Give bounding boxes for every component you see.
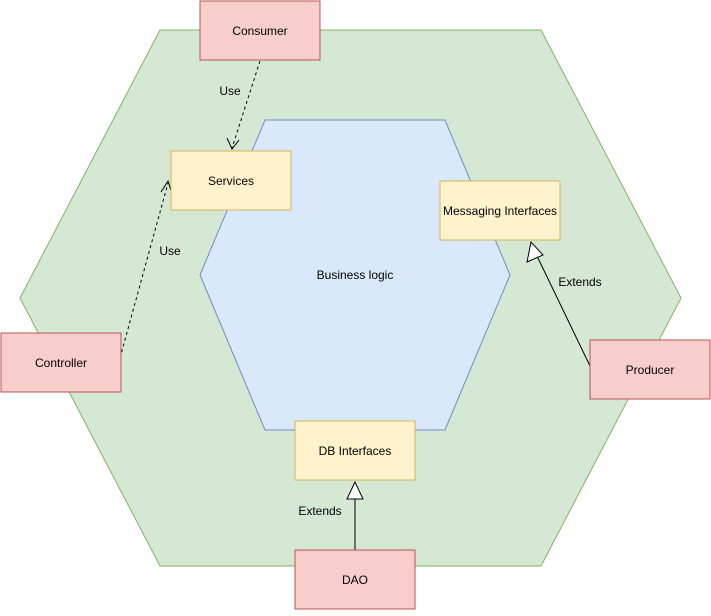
use-label-controller: Use	[159, 244, 181, 258]
business-logic-label: Business logic	[317, 268, 394, 282]
extends-arrowhead-db	[346, 480, 364, 500]
controller-box[interactable]: Controller	[0, 332, 122, 393]
dao-label: DAO	[342, 573, 368, 587]
db-interfaces-label: DB Interfaces	[319, 444, 392, 458]
messaging-interfaces-label: Messaging Interfaces	[443, 204, 557, 218]
use-arrowhead-services-top	[226, 137, 240, 150]
producer-box[interactable]: Producer	[589, 339, 711, 400]
use-label-consumer: Use	[219, 84, 241, 98]
extends-label-dao: Extends	[298, 504, 341, 518]
services-box[interactable]: Services	[170, 150, 292, 211]
extends-label-producer: Extends	[558, 275, 601, 289]
dao-box[interactable]: DAO	[294, 549, 416, 610]
extends-arrowhead-messaging	[526, 240, 544, 263]
consumer-label: Consumer	[232, 24, 287, 38]
services-label: Services	[208, 174, 254, 188]
producer-label: Producer	[626, 363, 675, 377]
messaging-interfaces-box[interactable]: Messaging Interfaces	[439, 180, 561, 241]
consumer-box[interactable]: Consumer	[199, 0, 321, 61]
controller-label: Controller	[35, 356, 87, 370]
db-interfaces-box[interactable]: DB Interfaces	[294, 420, 416, 481]
extends-edge-producer-messaging	[536, 255, 591, 367]
use-edge-controller-services	[119, 182, 169, 359]
